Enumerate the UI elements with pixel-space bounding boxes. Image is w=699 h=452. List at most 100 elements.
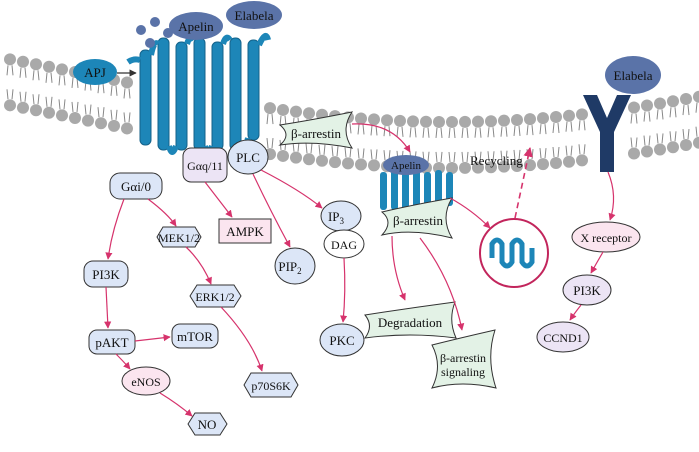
arrow-pi3k-ccnd1 bbox=[569, 304, 582, 321]
pakt-node bbox=[88, 329, 136, 355]
lipid-tail bbox=[110, 109, 118, 120]
lipid-tail bbox=[435, 151, 443, 162]
lipid-tail bbox=[461, 151, 469, 162]
lipid-tail bbox=[32, 94, 40, 105]
pip2-node bbox=[274, 247, 316, 285]
lipid-tail bbox=[370, 149, 378, 160]
galpha-q-label: Gαq/11 bbox=[187, 159, 223, 173]
lipid-head bbox=[290, 105, 302, 118]
lipid-head bbox=[17, 101, 29, 114]
lipid-head bbox=[576, 154, 588, 167]
lipid-tail bbox=[630, 113, 638, 124]
arrow-pakt-enos bbox=[115, 353, 131, 370]
lipid-tail bbox=[97, 107, 105, 118]
lipid-tail bbox=[513, 125, 521, 137]
lipid-tail bbox=[565, 145, 573, 156]
lipid-head bbox=[43, 106, 55, 119]
lipid-head bbox=[355, 112, 367, 125]
apelin-ligand bbox=[169, 12, 223, 40]
lipid-tail bbox=[6, 65, 14, 76]
lipid-tail bbox=[643, 111, 651, 122]
lipid-head bbox=[95, 117, 107, 130]
degradation-node bbox=[363, 301, 457, 339]
arrow-erk-p70s6k bbox=[220, 306, 264, 372]
lipid-tail bbox=[19, 91, 27, 102]
lipid-head bbox=[511, 159, 523, 172]
lipid-head bbox=[641, 145, 653, 158]
ip3-label: IP3 bbox=[328, 209, 345, 226]
vesicle-receptor bbox=[489, 237, 535, 269]
lipid-head bbox=[576, 108, 588, 121]
lipid-tail bbox=[552, 122, 560, 134]
apj-label: APJ bbox=[84, 65, 106, 80]
lipid-tail bbox=[305, 143, 313, 154]
apelin-internal-label: Apelin bbox=[391, 160, 421, 172]
arrow-internal-vesicle bbox=[449, 197, 491, 229]
barrestin-signaling-label-2: signaling bbox=[441, 365, 485, 379]
lipid-head bbox=[537, 158, 549, 171]
arrow-barrestin-internal bbox=[351, 123, 411, 153]
recycling-arrow bbox=[514, 147, 533, 219]
pip2-label: PIP2 bbox=[278, 259, 301, 276]
arrow-pi3k-pakt bbox=[104, 286, 112, 329]
lipid-tail bbox=[435, 127, 443, 138]
lipid-head bbox=[498, 114, 510, 127]
lipid-head bbox=[693, 136, 699, 149]
lipid-head bbox=[355, 158, 367, 171]
ampk-label: AMPK bbox=[226, 224, 264, 239]
lipid-tail bbox=[19, 67, 27, 78]
beta-arrestin-internal-node bbox=[380, 197, 454, 239]
lipid-tail bbox=[331, 146, 339, 157]
lipid-head bbox=[485, 161, 497, 174]
lipid-head bbox=[641, 99, 653, 112]
p70s6k-label: p70S6K bbox=[251, 379, 291, 393]
lipid-tail bbox=[370, 125, 378, 136]
lipid-tail bbox=[669, 107, 677, 118]
pathway-arrows bbox=[104, 123, 616, 417]
lipid-tail bbox=[630, 137, 638, 148]
lipid-tail bbox=[656, 109, 664, 120]
lipid-head bbox=[30, 58, 42, 71]
pi3k-left-label: PI3K bbox=[92, 267, 120, 282]
apj-label-bubble bbox=[73, 59, 117, 85]
lipid-tail bbox=[487, 151, 495, 162]
lipid-head bbox=[30, 104, 42, 117]
arrow-mek-erk bbox=[185, 246, 212, 285]
lipid-tail bbox=[97, 83, 105, 94]
lipid-head bbox=[290, 151, 302, 164]
lipid-tail bbox=[461, 127, 469, 138]
galpha-i-node bbox=[109, 172, 163, 200]
arrow-gai-pi3k bbox=[105, 198, 125, 260]
lipid-head bbox=[667, 95, 679, 108]
lipid-head bbox=[121, 76, 133, 89]
cell-membrane bbox=[4, 53, 699, 174]
lipid-head bbox=[277, 103, 289, 116]
lipid-head bbox=[628, 101, 640, 114]
recycling-label: Recycling bbox=[470, 153, 523, 168]
arrow-y-xreceptor bbox=[607, 171, 616, 221]
lipid-tail bbox=[500, 126, 508, 137]
lipid-head bbox=[498, 160, 510, 173]
pi3k-right-node bbox=[562, 274, 612, 306]
lipid-head bbox=[433, 115, 445, 128]
lipid-tail bbox=[578, 144, 586, 155]
lipid-tail bbox=[123, 88, 131, 99]
lipid-head bbox=[108, 119, 120, 132]
lipid-tail bbox=[318, 144, 326, 155]
dag-label: DAG bbox=[331, 238, 357, 252]
lipid-head bbox=[550, 111, 562, 124]
lipid-head bbox=[121, 122, 133, 135]
lipid-tail bbox=[357, 148, 365, 159]
no-label: NO bbox=[198, 417, 217, 432]
lipid-tail bbox=[526, 125, 534, 136]
lipid-head bbox=[550, 157, 562, 170]
lipid-tail bbox=[344, 147, 352, 158]
lipid-head bbox=[680, 139, 692, 152]
lipid-tail bbox=[448, 127, 456, 139]
lipid-tail bbox=[682, 128, 690, 140]
arrow-dag-pkc bbox=[340, 257, 348, 323]
lipid-head bbox=[368, 159, 380, 172]
lipid-head bbox=[56, 63, 68, 76]
